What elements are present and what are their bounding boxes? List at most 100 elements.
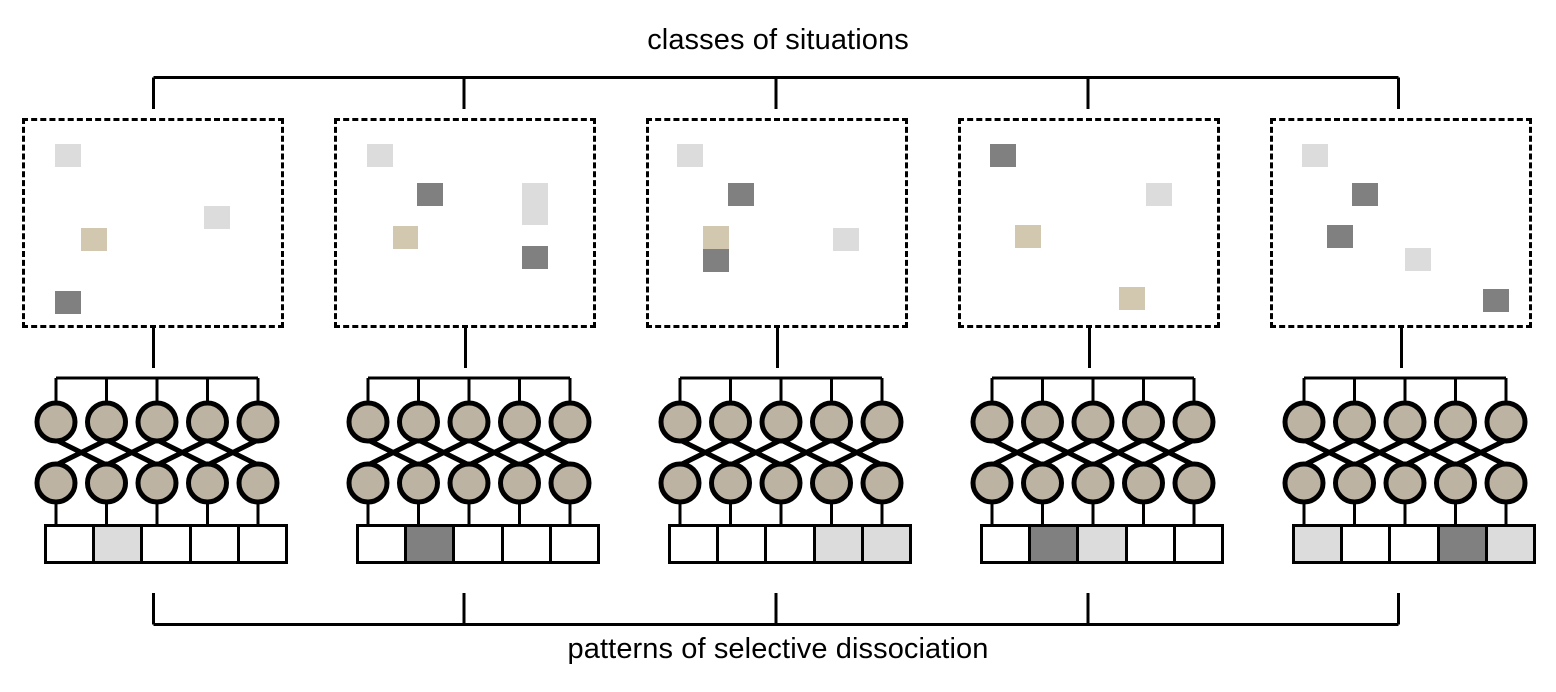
bracket-top xyxy=(152,76,1400,110)
dissociation-pattern-cell[interactable] xyxy=(1127,527,1176,561)
network-node[interactable] xyxy=(1282,400,1326,444)
network-node[interactable] xyxy=(1484,461,1528,505)
dissociation-pattern-cell[interactable] xyxy=(47,527,96,561)
dissociation-pattern-cell[interactable] xyxy=(1295,527,1344,561)
network-node[interactable] xyxy=(810,400,853,444)
network-node[interactable] xyxy=(1122,461,1165,505)
network-node[interactable] xyxy=(1021,461,1064,505)
blob-tan-mid-left xyxy=(81,228,107,251)
dissociation-pattern-cell[interactable] xyxy=(671,527,720,561)
dissociation-pattern-cell[interactable] xyxy=(1487,527,1534,561)
network-node[interactable] xyxy=(548,400,592,444)
dissociation-pattern-cell[interactable] xyxy=(1175,527,1222,561)
situation-panel[interactable] xyxy=(22,118,284,328)
network-node[interactable] xyxy=(1383,400,1427,444)
dissociation-pattern-cell[interactable] xyxy=(1031,527,1080,561)
dissociation-pattern-cell[interactable] xyxy=(767,527,816,561)
network-node[interactable] xyxy=(970,400,1014,444)
dissociation-pattern-cell[interactable] xyxy=(551,527,598,561)
network-node[interactable] xyxy=(34,400,78,444)
network-node[interactable] xyxy=(1122,400,1165,444)
dissociation-pattern-cell[interactable] xyxy=(143,527,192,561)
network-node[interactable] xyxy=(397,461,440,505)
network-node[interactable] xyxy=(759,461,803,505)
network-node[interactable] xyxy=(447,400,491,444)
node-layer-input xyxy=(34,400,280,444)
network-node[interactable] xyxy=(135,461,179,505)
dissociation-pattern-cell[interactable] xyxy=(1391,527,1440,561)
network-node[interactable] xyxy=(1434,400,1477,444)
page-title-bottom: patterns of selective dissociation xyxy=(567,633,989,665)
dissociation-pattern-cell[interactable] xyxy=(407,527,456,561)
dissociation-pattern-cell[interactable] xyxy=(1439,527,1488,561)
situation-panel[interactable] xyxy=(1270,118,1532,328)
input-fan-bracket xyxy=(678,376,884,401)
network-node[interactable] xyxy=(709,461,752,505)
node-layer-input xyxy=(658,400,904,444)
network-node[interactable] xyxy=(498,400,541,444)
blob-tan-mid-left xyxy=(1015,225,1041,248)
dissociation-pattern-cell[interactable] xyxy=(1079,527,1128,561)
dissociation-pattern-cell[interactable] xyxy=(359,527,408,561)
network-node[interactable] xyxy=(1333,461,1376,505)
dissociation-pattern-cell[interactable] xyxy=(1343,527,1392,561)
network-node[interactable] xyxy=(860,400,904,444)
network-node[interactable] xyxy=(1071,400,1115,444)
network-node[interactable] xyxy=(85,461,128,505)
network-node[interactable] xyxy=(658,400,702,444)
bracket-bottom xyxy=(152,592,1400,626)
blob-tan-mid-left xyxy=(393,226,418,249)
network-node[interactable] xyxy=(709,400,752,444)
network-node[interactable] xyxy=(186,400,229,444)
dissociation-pattern-cell[interactable] xyxy=(455,527,504,561)
network-node[interactable] xyxy=(85,400,128,444)
panel-to-network-stem xyxy=(1400,328,1403,368)
blob-light-gray-top-left xyxy=(1302,144,1328,167)
dissociation-pattern-cell[interactable] xyxy=(983,527,1032,561)
blob-dark-gray-lower-right xyxy=(1483,289,1509,312)
network-node[interactable] xyxy=(810,461,853,505)
dissociation-pattern-cell[interactable] xyxy=(503,527,552,561)
network-node[interactable] xyxy=(759,400,803,444)
dissociation-pattern-cell[interactable] xyxy=(863,527,910,561)
dissociation-pattern-cell[interactable] xyxy=(191,527,240,561)
network-node[interactable] xyxy=(1172,461,1216,505)
network-node[interactable] xyxy=(1172,400,1216,444)
dissociation-pattern-cell[interactable] xyxy=(239,527,286,561)
network-node[interactable] xyxy=(236,400,280,444)
network-node[interactable] xyxy=(1333,400,1376,444)
network-node[interactable] xyxy=(34,461,78,505)
output-legs xyxy=(678,502,884,524)
network-node[interactable] xyxy=(1484,400,1528,444)
network-node[interactable] xyxy=(1434,461,1477,505)
dissociation-pattern-cell[interactable] xyxy=(719,527,768,561)
network-node[interactable] xyxy=(658,461,702,505)
output-legs xyxy=(990,502,1196,524)
network-node[interactable] xyxy=(1071,461,1115,505)
network-node[interactable] xyxy=(346,461,390,505)
situation-panel[interactable] xyxy=(958,118,1220,328)
dissociation-pattern-cell[interactable] xyxy=(815,527,864,561)
network-node[interactable] xyxy=(135,400,179,444)
network-node[interactable] xyxy=(447,461,491,505)
blob-dark-gray-upper-mid xyxy=(1352,183,1378,206)
network-node[interactable] xyxy=(346,400,390,444)
network-node[interactable] xyxy=(970,461,1014,505)
network-node[interactable] xyxy=(1383,461,1427,505)
output-legs xyxy=(1302,502,1508,524)
network-node[interactable] xyxy=(1021,400,1064,444)
dissociation-pattern-row xyxy=(1292,524,1536,564)
situation-panel[interactable] xyxy=(646,118,908,328)
panel-to-network-stem xyxy=(776,328,779,368)
dissociation-pattern-cell[interactable] xyxy=(95,527,144,561)
situation-column xyxy=(646,0,914,692)
network-node[interactable] xyxy=(236,461,280,505)
situation-panel[interactable] xyxy=(334,118,596,328)
network-node[interactable] xyxy=(186,461,229,505)
network-node[interactable] xyxy=(498,461,541,505)
input-fan-bracket xyxy=(990,376,1196,401)
network-node[interactable] xyxy=(1282,461,1326,505)
network-node[interactable] xyxy=(548,461,592,505)
network-node[interactable] xyxy=(397,400,440,444)
network-node[interactable] xyxy=(860,461,904,505)
